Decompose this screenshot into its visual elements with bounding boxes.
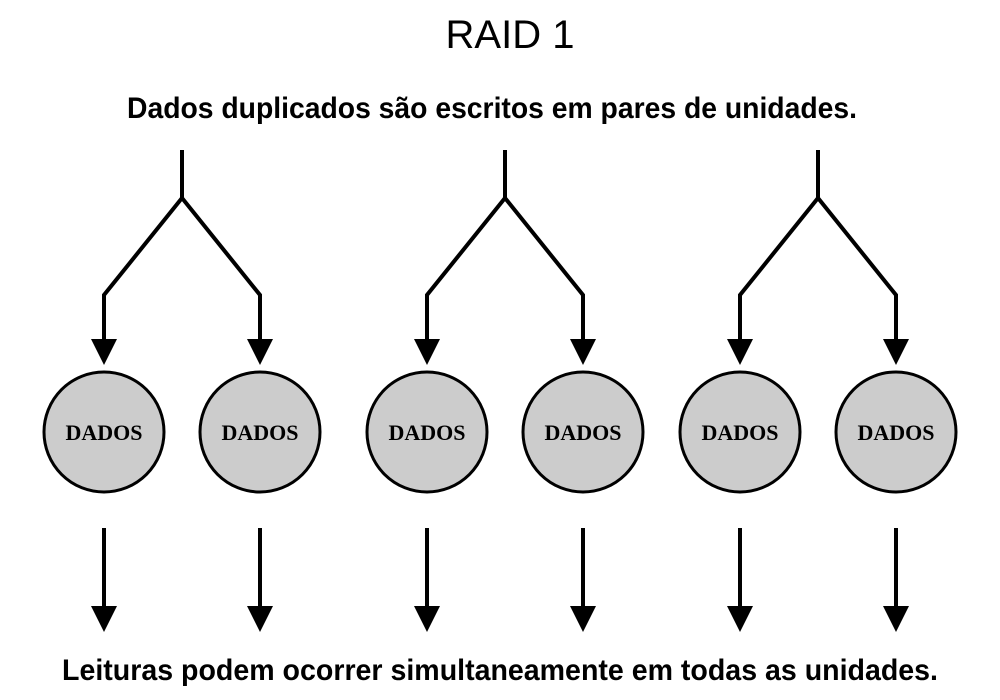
- disk-circle: [834, 370, 958, 494]
- write-caption: Dados duplicados são escritos em pares d…: [127, 92, 857, 125]
- read-arrows: [91, 528, 909, 632]
- disk-group: DADOS DADOS DADOS DADOS DADOS DADOS: [42, 370, 958, 494]
- write-branch-left: [738, 196, 820, 341]
- disk-drive: DADOS: [198, 370, 322, 494]
- read-arrowhead: [570, 606, 596, 632]
- write-arrowhead: [91, 339, 117, 365]
- disk-circle: [678, 370, 802, 494]
- write-branch-left: [425, 196, 507, 341]
- read-arrowhead: [91, 606, 117, 632]
- disk-label: DADOS: [221, 420, 298, 445]
- diagram-title: RAID 1: [446, 13, 575, 57]
- write-branch-right: [816, 196, 898, 341]
- read-caption: Leituras podem ocorrer simultaneamente e…: [62, 654, 938, 687]
- read-arrowhead: [247, 606, 273, 632]
- write-arrowhead: [414, 339, 440, 365]
- disk-label: DADOS: [388, 420, 465, 445]
- read-arrowhead: [727, 606, 753, 632]
- disk-circle: [198, 370, 322, 494]
- write-branch-right: [503, 196, 585, 341]
- disk-drive: DADOS: [521, 370, 645, 494]
- disk-label: DADOS: [544, 420, 621, 445]
- write-arrowhead: [570, 339, 596, 365]
- disk-drive: DADOS: [678, 370, 802, 494]
- disk-drive: DADOS: [834, 370, 958, 494]
- disk-circle: [521, 370, 645, 494]
- disk-drive: DADOS: [42, 370, 166, 494]
- write-connectors: [91, 150, 909, 365]
- read-arrowhead: [883, 606, 909, 632]
- write-arrowhead: [883, 339, 909, 365]
- write-arrowhead: [247, 339, 273, 365]
- disk-circle: [365, 370, 489, 494]
- write-branch-right: [180, 196, 262, 341]
- disk-circle: [42, 370, 166, 494]
- write-branch-left: [102, 196, 184, 341]
- read-arrowhead: [414, 606, 440, 632]
- disk-label: DADOS: [65, 420, 142, 445]
- disk-label: DADOS: [701, 420, 778, 445]
- write-arrowhead: [727, 339, 753, 365]
- disk-drive: DADOS: [365, 370, 489, 494]
- disk-label: DADOS: [857, 420, 934, 445]
